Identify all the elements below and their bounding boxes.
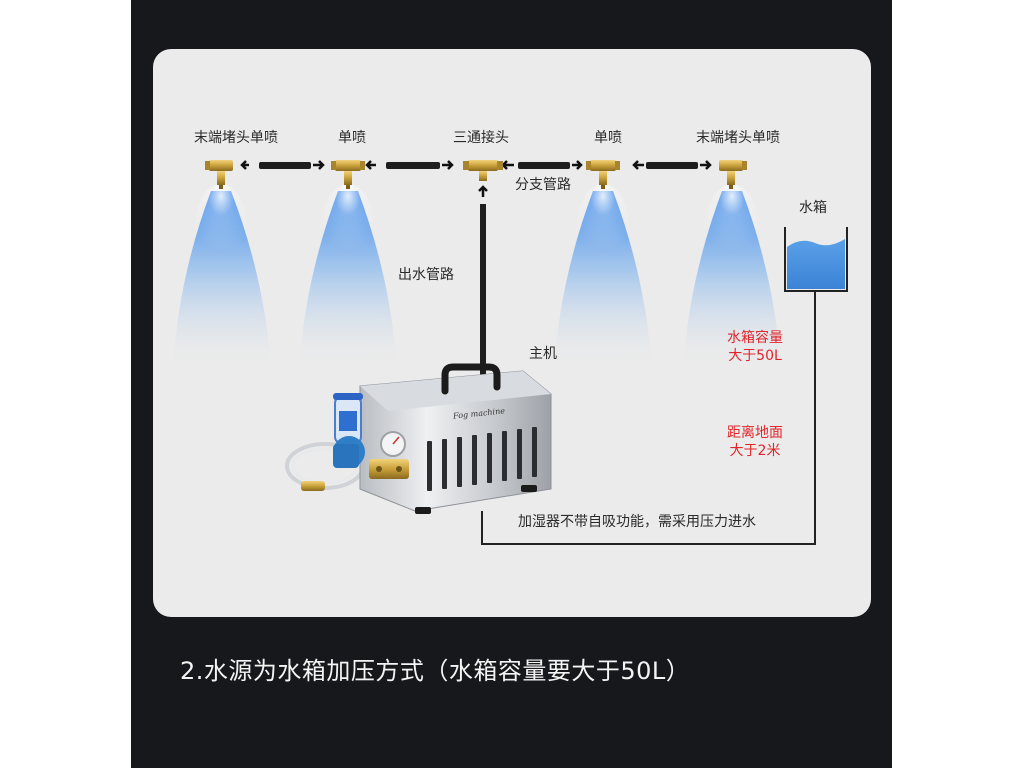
note-ground-distance-line2: 大于2米 [729,443,781,459]
note-tank-capacity-line2: 大于50L [728,348,782,364]
label-main-unit: 主机 [529,346,557,362]
arrow-left-1 [240,160,249,170]
arrow-left-4 [632,160,644,170]
note-tank-capacity: 水箱容量 大于50L [727,329,783,365]
label-single-nozzle-right: 单喷 [594,130,622,146]
label-end-plug-nozzle-right: 末端堵头单喷 [696,130,780,146]
arrow-right-3 [501,160,514,170]
fog-machine [285,363,552,514]
spray-cone-1 [173,184,271,369]
diagram-card: 末端堵头单喷 单喷 三通接头 单喷 末端堵头单喷 分支管路 出水管路 主机 水箱… [153,49,871,617]
label-end-plug-nozzle-left: 末端堵头单喷 [194,130,278,146]
arrow-right-4 [572,160,583,170]
arrow-left-2 [365,160,376,170]
arrow-right-5 [700,160,712,170]
label-single-nozzle-left: 单喷 [338,130,366,146]
nozzle-single-left [331,160,365,189]
branch-pipe-segments [259,162,698,169]
water-system-diagram [173,160,848,545]
spray-cone-3 [554,184,652,369]
flow-arrows [240,160,712,197]
caption-text: 2.水源为水箱加压方式（水箱容量要大于50L） [180,657,691,685]
spray-cone-2 [299,184,397,369]
note-pressure-inlet: 加湿器不带自吸功能，需采用压力进水 [518,514,756,530]
tee-connector-fitting [463,160,503,181]
spray-cone-4 [683,184,781,369]
nozzle-end-plug-right [719,160,747,189]
label-tee-connector: 三通接头 [453,130,509,146]
nozzle-end-plug-left [205,160,233,189]
arrow-right-1 [313,160,325,170]
note-ground-distance-line1: 距离地面 [727,425,783,441]
label-branch-pipe: 分支管路 [515,177,571,193]
water-tank [784,227,848,292]
nozzle-single-right [586,160,620,189]
supply-pipe [481,291,816,545]
label-water-tank: 水箱 [799,200,827,216]
note-ground-distance: 距离地面 大于2米 [727,424,783,460]
note-tank-capacity-line1: 水箱容量 [727,330,783,346]
arrow-left-3 [442,160,454,170]
arrow-up-outlet [478,185,488,197]
label-outlet-pipe: 出水管路 [398,267,454,283]
outlet-pipe [480,204,486,379]
